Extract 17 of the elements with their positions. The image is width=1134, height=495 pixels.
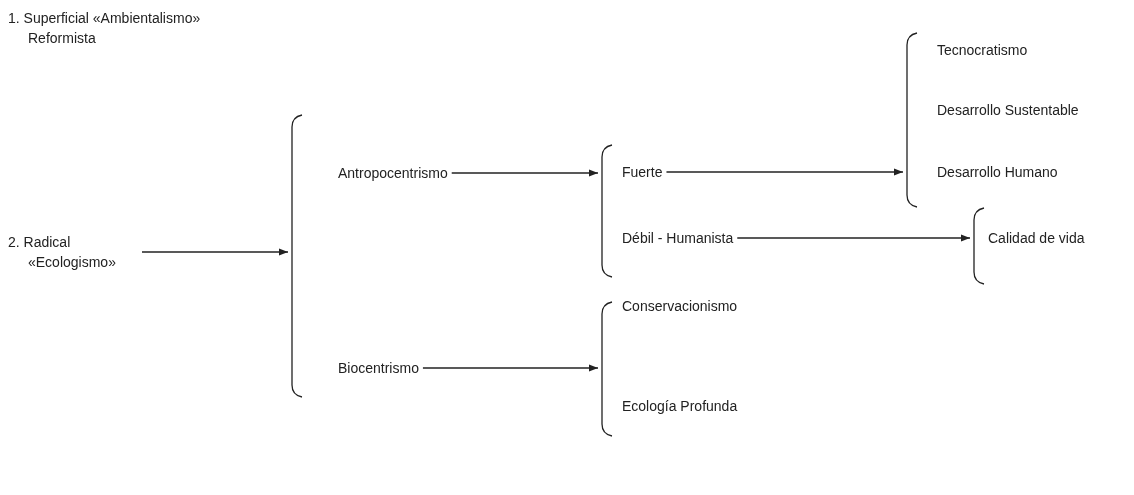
arrow <box>736 234 971 242</box>
text-label: Tecnocratismo <box>937 40 1028 60</box>
text-label: Antropocentrismo <box>338 163 448 183</box>
text-label: Desarrollo Sustentable <box>937 100 1079 120</box>
text-label: 2. Radical «Ecologismo» <box>8 232 138 272</box>
text-label: Conservacionismo <box>622 296 738 316</box>
arrow <box>665 168 904 176</box>
arrow <box>451 169 599 177</box>
text-label: Calidad de vida <box>988 228 1085 248</box>
text-label: 1. Superficial «Ambientalismo» Reformista <box>8 8 263 48</box>
arrow <box>422 364 599 372</box>
text-label: Desarrollo Humano <box>937 162 1058 182</box>
text-label: Débil - Humanista <box>622 228 734 248</box>
arrow <box>141 248 289 256</box>
text-label: Ecología Profunda <box>622 396 738 416</box>
text-label: Fuerte <box>622 162 663 182</box>
text-label: Biocentrismo <box>338 358 419 378</box>
